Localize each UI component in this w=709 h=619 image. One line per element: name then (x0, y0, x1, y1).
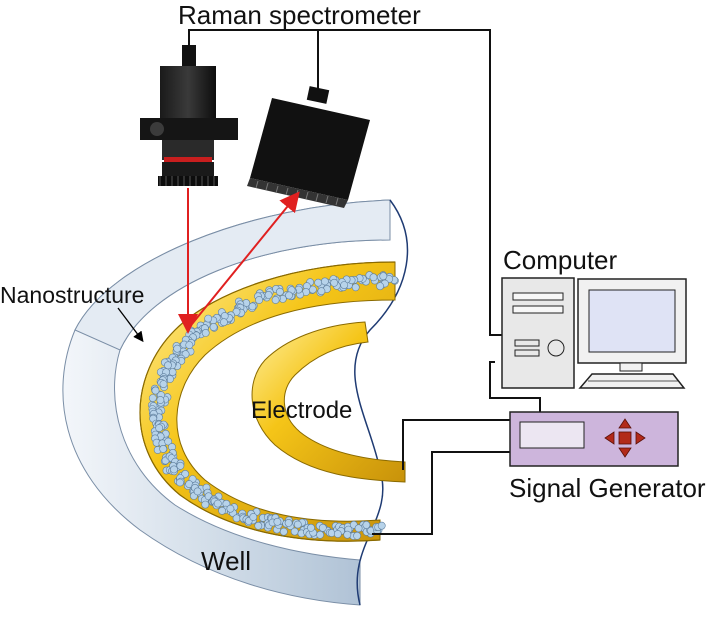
nanoparticle (354, 524, 363, 533)
nanoparticle (273, 517, 282, 526)
nanoparticle-layer (147, 271, 399, 540)
nanoparticle (176, 478, 184, 487)
nanoparticle (232, 307, 241, 316)
nanoparticle (201, 328, 210, 337)
nanoparticle (156, 396, 165, 404)
nanostructure-label: Nanostructure (0, 282, 145, 308)
nanoparticle (333, 530, 342, 538)
signal-generator (509, 411, 679, 467)
nanoparticle (307, 523, 315, 532)
nanoparticle (164, 437, 173, 446)
nanoparticle (316, 530, 324, 539)
nanoparticle (254, 521, 263, 530)
raman-spectrometer-label: Raman spectrometer (178, 0, 421, 30)
spectrometer-detector-icon (247, 86, 370, 208)
nanoparticle (226, 504, 235, 513)
nanoparticle (159, 380, 168, 388)
nanoparticle (285, 291, 293, 300)
nanoparticle (193, 487, 202, 496)
nanoparticle (176, 461, 185, 470)
signal-generator-label: Signal Generator (509, 473, 706, 503)
nanoparticle (318, 523, 327, 532)
nanoparticle (248, 302, 257, 311)
nanostructure-pointer (117, 307, 144, 343)
nanoparticle (155, 424, 164, 432)
nanoparticle (213, 499, 222, 508)
nanoparticle (173, 344, 182, 353)
nanoparticle (284, 519, 293, 527)
nanoparticle (271, 296, 280, 304)
well-label: Well (201, 546, 252, 576)
nanoparticle (353, 531, 361, 540)
nanoparticle (181, 469, 190, 478)
nanoparticle (362, 521, 371, 529)
inner-electrode (251, 321, 406, 483)
nanoparticle (320, 277, 329, 286)
nanoparticle (264, 290, 273, 299)
electrode-label: Electrode (251, 397, 353, 424)
nanoparticle (275, 287, 284, 296)
nanoparticle (377, 521, 386, 530)
laser-beam-scattered (191, 191, 300, 325)
nanoparticle (317, 287, 326, 296)
nanoparticle (279, 527, 288, 536)
computer-tower-icon (501, 277, 575, 389)
direction-pad-icon (604, 418, 646, 458)
nanoparticle (201, 500, 210, 509)
objective-lens-icon (140, 45, 238, 186)
nanoparticle (209, 323, 218, 331)
nanoparticle (290, 527, 299, 536)
nanoparticle (204, 314, 213, 323)
nanoparticle (249, 513, 258, 521)
keyboard-icon (578, 373, 686, 389)
nanoparticle (308, 285, 317, 294)
nanoparticle (232, 514, 241, 523)
nanoparticle (376, 282, 384, 291)
well (62, 199, 409, 606)
nanoparticle (219, 318, 228, 327)
nanoparticle (351, 283, 360, 292)
nanoparticle (185, 341, 194, 349)
nanoparticle (369, 273, 378, 282)
nanoparticle (159, 444, 168, 453)
nanoparticle (343, 530, 352, 539)
nanoparticle (314, 278, 323, 287)
monitor-icon (577, 278, 687, 372)
nanoparticle (340, 281, 349, 289)
nanoparticle (379, 272, 388, 281)
nanoparticle (168, 368, 177, 376)
wiring (188, 29, 541, 535)
nanoparticle (148, 394, 157, 402)
nanoparticle (151, 386, 160, 395)
nanoparticle (170, 465, 178, 474)
nanoparticle (293, 520, 302, 529)
nanoparticle (330, 278, 339, 287)
nanoparticle (218, 506, 226, 515)
computer-label: Computer (503, 245, 618, 275)
nanoparticle (255, 296, 263, 304)
